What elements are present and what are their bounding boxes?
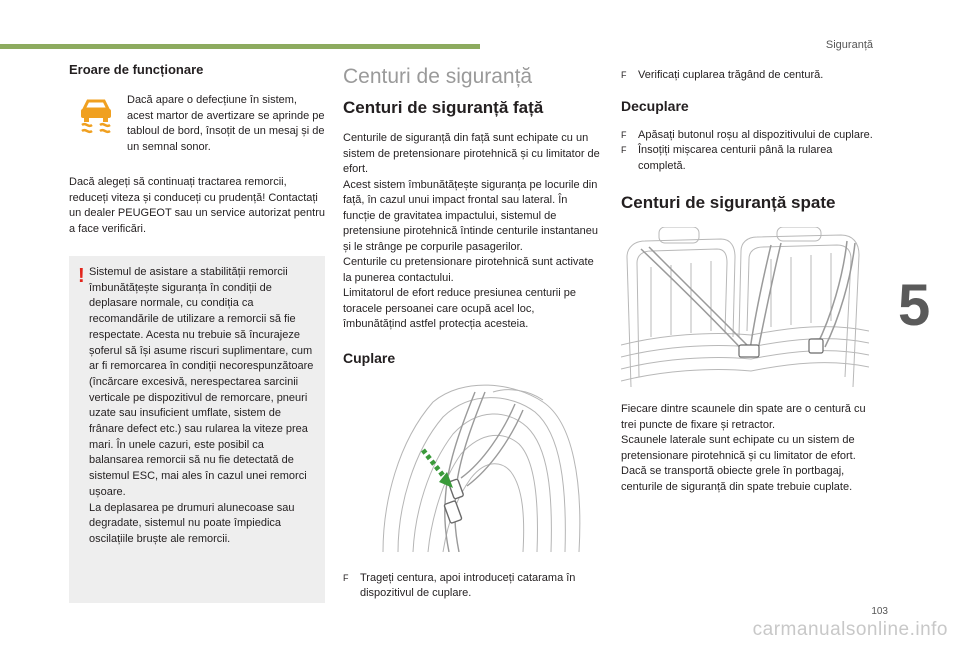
note-box: ! Sistemul de asistare a stabilității re…	[69, 256, 325, 603]
malfunction-heading: Eroare de funcționare	[69, 62, 204, 77]
exclamation-icon: !	[78, 265, 85, 287]
rear-seats-illustration	[620, 226, 870, 388]
unfasten-bullet-2-text: Însoțiți mișcarea centurii până la rular…	[638, 144, 833, 172]
watermark: carmanualsonline.info	[752, 619, 948, 640]
unfasten-bullet-1: F Apăsați butonul roșu al dispozitivului…	[621, 128, 876, 144]
header-accent-bar	[0, 44, 480, 49]
unfasten-bullet-1-text: Apăsați butonul roșu al dispozitivului d…	[638, 128, 873, 141]
note-text-2: La deplasarea pe drumuri alunecoase sau …	[89, 501, 295, 545]
warning-row: Dacă apare o defecțiune în sistem, acest…	[76, 93, 325, 155]
column-middle: Centuri de siguranță Centuri de siguranț…	[343, 62, 601, 602]
check-bullet: F Verificați cuplarea trăgând de centură…	[621, 68, 876, 84]
column-left: Eroare de funcționare Dacă apare o defec…	[69, 62, 325, 237]
section-name: Siguranță	[825, 39, 873, 51]
stability-warning-icon	[81, 99, 111, 134]
rear-belts-heading: Centuri de siguranță spate	[621, 193, 836, 212]
unfasten-bullet-2: F Însoțiți mișcarea centurii până la rul…	[621, 143, 876, 174]
rear-para-3: Dacă se transportă obiecte grele în port…	[621, 465, 853, 493]
front-para-4: Limitatorul de efort reduce presiunea ce…	[343, 287, 576, 330]
fastening-heading: Cuplare	[343, 349, 396, 366]
chapter-tab: 5	[898, 277, 934, 337]
check-bullet-text: Verificați cuplarea trăgând de centură.	[638, 69, 824, 81]
unfastening-heading: Decuplare	[621, 97, 689, 114]
buckle-illustration	[343, 381, 599, 552]
front-para-3: Centurile cu pretensionare pirotehnică s…	[343, 256, 594, 284]
front-belts-heading: Centuri de siguranță față	[343, 98, 544, 117]
rear-para-2: Scaunele laterale sunt echipate cu un si…	[621, 434, 856, 462]
tow-advice-paragraph: Dacă alegeți să continuați tractarea rem…	[69, 176, 325, 235]
bullet-mark: F	[343, 572, 349, 583]
bullet-mark: F	[621, 70, 627, 80]
section-title: Centuri de siguranță	[343, 65, 533, 88]
rear-para-1: Fiecare dintre scaunele din spate are o …	[621, 403, 866, 431]
fasten-bullet: F Trageți centura, apoi introduceți cata…	[343, 571, 601, 602]
note-text: Sistemul de asistare a stabilității remo…	[89, 266, 314, 498]
page-number: 103	[871, 606, 888, 617]
warning-text: Dacă apare o defecțiune în sistem, acest…	[127, 94, 325, 153]
bullet-mark: F	[621, 129, 627, 140]
fasten-bullet-text: Trageți centura, apoi introduceți catara…	[360, 571, 576, 600]
chapter-number: 5	[898, 273, 931, 338]
column-right: F Verificați cuplarea trăgând de centură…	[620, 62, 876, 495]
front-para-1: Centurile de siguranță din față sunt ech…	[343, 132, 600, 175]
bullet-mark: F	[621, 145, 627, 155]
front-para-2: Acest sistem îmbunătățește siguranța pe …	[343, 178, 599, 253]
